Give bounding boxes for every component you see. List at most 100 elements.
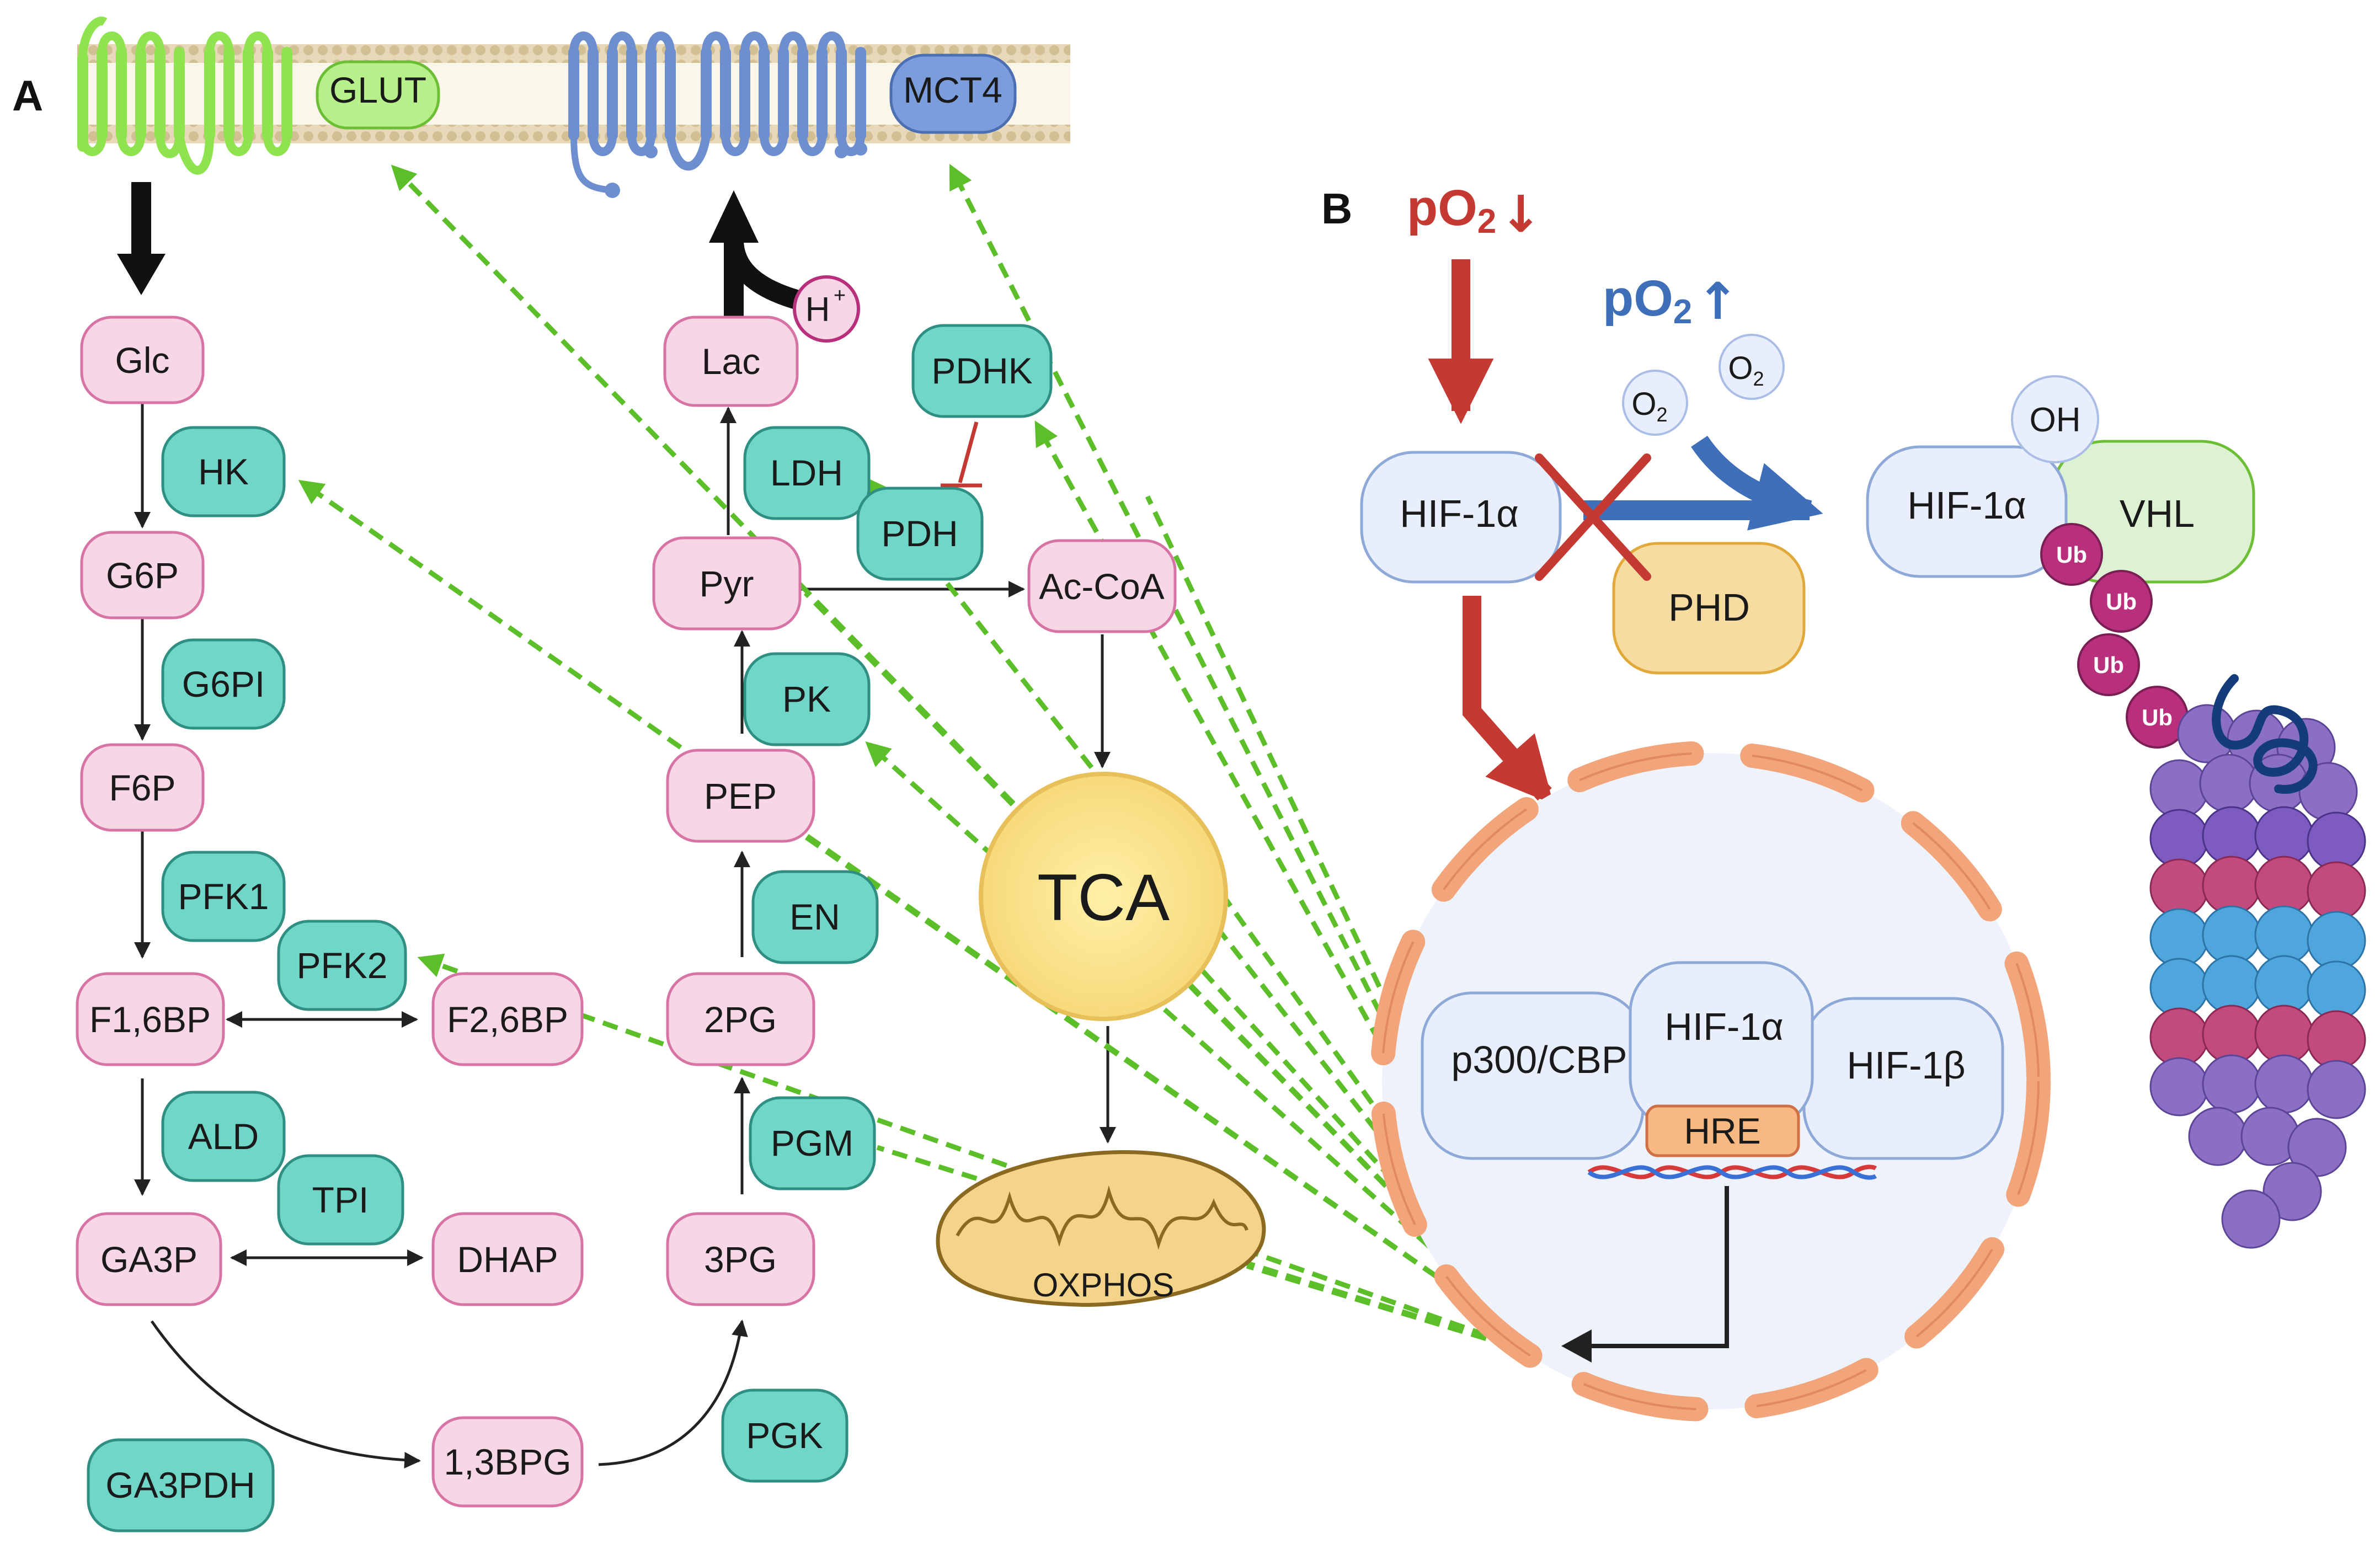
hypoxia-label: pO2 ↓ [1407,180,1542,244]
enzyme-pdhk [911,324,1053,418]
enzyme-pfk1 [161,851,286,942]
label-pgm: PGM [771,1123,853,1163]
proteasome-ring-3 [2149,856,2366,921]
metabolite-3pg [666,1212,815,1306]
svg-text:pO2: pO2 [1603,270,1692,331]
hydroxylation-arrow [1583,435,1810,510]
oxphos-label: OXPHOS [1033,1267,1175,1304]
hre-box [1645,1104,1800,1157]
label-13bpg: 1,3BPG [444,1441,571,1482]
hif1a-cytoplasm: HIF-1α [1360,451,1562,584]
enzyme-g6pi [161,638,286,730]
enzyme-pk [743,652,871,746]
glut-transporter: GLUT [77,17,440,175]
label-tpi: TPI [312,1179,369,1220]
proteasome-ring-4 [2149,905,2366,1020]
ubiquitin-2 [2090,570,2153,633]
metabolite-ga3p [76,1212,222,1306]
metabolite-lac [663,316,799,407]
vhl-complex: VHL HIF-1α OH [1866,375,2255,584]
enzyme-pgm [749,1096,876,1190]
enzyme-ald [161,1091,286,1182]
proteasome-ring-2 [2149,806,2366,871]
hif1a-hydroxylated-label: HIF-1α [1907,484,2026,527]
svg-text:O2: O2 [1631,386,1667,426]
transcription-complex: p300/CBP HIF-1β HIF-1α HRE [1421,961,2004,1160]
lactate-export-arrow [709,190,803,325]
svg-text:Ub: Ub [2056,542,2087,568]
label-pep: PEP [704,776,777,816]
svg-text:Ub: Ub [2106,589,2137,615]
glut-label: GLUT [329,70,426,110]
label-ga3p: GA3P [100,1239,198,1280]
panel-label-a: A [12,71,43,120]
pdhk-inhibition [941,421,982,488]
label-2pg: 2PG [704,999,777,1040]
mitochondrion: OXPHOS [936,1150,1266,1307]
label-pyr: Pyr [700,563,754,604]
enzyme-pfk2 [277,920,407,1011]
proteasome [2149,674,2366,1249]
label-en: EN [789,896,840,937]
tca-label: TCA [1037,861,1170,934]
label-accoa: Ac-CoA [1039,566,1164,607]
label-f6p: F6P [109,767,175,808]
label-pdhk: PDHK [931,350,1032,391]
glut-label-box [316,60,440,130]
gene-expression-arrow [1561,1186,1729,1363]
proton-charge: + [834,284,846,307]
hre-label: HRE [1684,1110,1760,1151]
oxygen-molecule-2 [1719,334,1785,400]
metabolite-labels: Glc G6P F6P F1,6BP F2,6BP GA3P DHAP 1,3B… [89,340,1165,1482]
label-pgk: PGK [746,1415,823,1456]
label-g6p: G6P [106,555,179,596]
enzyme-en [751,870,879,964]
proton: H + [793,275,860,343]
label-ga3pdh: GA3PDH [105,1465,255,1505]
blocked-cross [1535,453,1651,581]
metabolites [76,316,1177,1508]
hypoxia-arrow-glyph: ↓ [1499,185,1542,244]
hif1a-nuclear-label: HIF-1α [1664,1005,1783,1048]
metabolite-g6p [80,531,205,619]
hif1b-label: HIF-1β [1847,1044,1965,1087]
metabolite-13bpg [431,1416,584,1508]
enzyme-pgk [721,1388,849,1483]
label-lac: Lac [702,341,760,382]
svg-text:Ub: Ub [2142,704,2173,730]
phd-label: PHD [1668,586,1750,629]
oxygen-molecules: O2 O2 [1622,334,1785,436]
metabolite-glc [80,316,205,404]
metabolite-f26bp [431,972,584,1066]
ubiquitin-3 [2077,633,2140,696]
label-glc: Glc [115,340,170,381]
metabolite-dhap [431,1212,584,1306]
unfolding-peptide [2212,674,2318,794]
label-g6pi: G6PI [182,664,265,704]
p300-label: p300/CBP [1451,1038,1627,1081]
proteasome-ring-5 [2149,1005,2366,1070]
label-dhap: DHAP [457,1239,558,1280]
metabolite-pyr [652,536,802,631]
hydroxyl-label: OH [2030,401,2081,439]
normoxia-label: pO2 ↑ [1603,270,1739,331]
label-pfk2: PFK2 [296,945,387,986]
enzymes [87,324,1053,1532]
metabolite-accoa [1027,539,1177,633]
mct4-label: MCT4 [903,70,1002,110]
glucose-import-arrow [117,182,166,295]
label-pk: PK [782,679,831,719]
mct4-transporter: MCT4 [568,31,1017,198]
label-3pg: 3PG [704,1239,777,1280]
proton-label: H [805,291,830,329]
svg-text:O2: O2 [1728,350,1764,390]
metabolite-2pg [666,972,815,1066]
proteasome-ring-6 [2149,1054,2366,1249]
hypoxia-arrows [1428,259,1554,804]
label-pdh: PDH [881,513,958,554]
enzyme-labels: HK G6PI PFK1 PFK2 ALD TPI GA3PDH PGK PGM… [105,350,1032,1505]
label-hk: HK [198,451,249,492]
oxygen-molecule-1 [1622,370,1688,436]
vhl-label: VHL [2120,492,2195,535]
